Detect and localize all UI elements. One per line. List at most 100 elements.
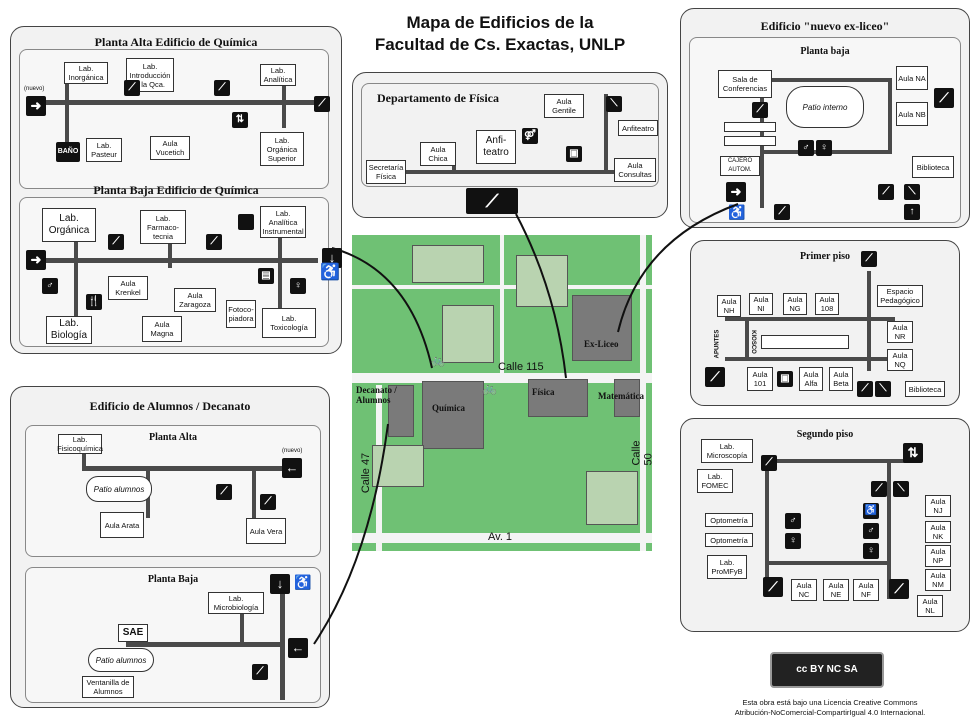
anfiteatro[interactable]: Anfiteatro bbox=[618, 120, 658, 136]
aula-nj[interactable]: Aula NJ bbox=[925, 495, 951, 517]
lab-biologia[interactable]: Lab. Biología bbox=[46, 316, 92, 344]
alumnos-panel: Edificio de Alumnos / Decanato Planta Al… bbox=[10, 386, 330, 708]
aula-101[interactable]: Aula 101 bbox=[747, 367, 773, 391]
aula-nr[interactable]: Aula NR bbox=[887, 321, 913, 343]
espacio-pedagogico[interactable]: Espacio Pedagógico bbox=[877, 285, 923, 307]
arrow-up-icon[interactable]: ↑ bbox=[904, 204, 920, 220]
aula-krenkel[interactable]: Aula Krenkel bbox=[108, 276, 148, 300]
arrow-right-icon[interactable]: ➜ bbox=[726, 182, 746, 202]
secretaria-fisica[interactable]: Secretaría Física bbox=[366, 160, 406, 184]
quimica-building bbox=[422, 381, 484, 449]
corridor bbox=[82, 466, 292, 471]
anfi-teatro[interactable]: Anfi-teatro bbox=[476, 130, 516, 164]
corridor bbox=[392, 170, 622, 174]
building bbox=[442, 305, 494, 363]
fotocopiadora[interactable]: Fotoco-piadora bbox=[226, 300, 256, 328]
quimica-baja-title: Planta Baja Edificio de Química bbox=[93, 183, 259, 197]
stairs-icon: ⟋ bbox=[857, 381, 873, 397]
aula-beta[interactable]: Aula Beta bbox=[829, 367, 853, 391]
lab-organica[interactable]: Lab. Orgánica bbox=[42, 208, 96, 242]
lab-pasteur[interactable]: Lab. Pasteur bbox=[86, 138, 122, 162]
corridor bbox=[240, 612, 244, 644]
building bbox=[586, 471, 638, 525]
stairs-icon: ⟋ bbox=[260, 494, 276, 510]
elevator-icon: ▣ bbox=[777, 371, 793, 387]
lab-analitica-instrumental[interactable]: Lab. Analítica Instrumental bbox=[260, 206, 306, 238]
aula-nb[interactable]: Aula NB bbox=[896, 102, 928, 126]
lab-microscopia[interactable]: Lab. Microscopía bbox=[701, 439, 753, 463]
arrow-right-icon[interactable]: ➜ bbox=[26, 250, 46, 270]
arrow-down-icon[interactable]: ↓ bbox=[322, 248, 342, 268]
corridor bbox=[74, 228, 78, 322]
aula-zaragoza[interactable]: Aula Zaragoza bbox=[174, 288, 216, 312]
corridor-box bbox=[724, 122, 776, 132]
aula-nm[interactable]: Aula NM bbox=[925, 569, 951, 591]
aula-magna[interactable]: Aula Magna bbox=[142, 316, 182, 342]
optometria-2[interactable]: Optometría bbox=[705, 533, 753, 547]
quimica-alta-floor: (nuevo) ➜ Lab. Inorgánica Lab. Introducc… bbox=[19, 49, 330, 189]
corridor bbox=[867, 271, 871, 371]
aula-vucetich[interactable]: Aula Vucetich bbox=[150, 136, 190, 160]
aula-108[interactable]: Aula 108 bbox=[815, 293, 839, 315]
cajero-automatico[interactable]: CAJERO AUTOM. bbox=[720, 156, 760, 176]
campus-map: Calle 115 Calle 47 Calle 50 Av. 1 Decana… bbox=[352, 235, 655, 551]
optometria-1[interactable]: Optometría bbox=[705, 513, 753, 527]
aula-nh[interactable]: Aula NH bbox=[717, 295, 741, 317]
aula-ne[interactable]: Aula NE bbox=[823, 579, 849, 601]
corridor bbox=[126, 642, 282, 647]
aula-nk[interactable]: Aula NK bbox=[925, 521, 951, 543]
aula-vera[interactable]: Aula Vera bbox=[246, 518, 286, 544]
map-label-fisica: Física bbox=[532, 387, 555, 397]
biblioteca[interactable]: Biblioteca bbox=[912, 156, 954, 178]
ventanilla-alumnos[interactable]: Ventanilla de Alumnos bbox=[82, 676, 134, 698]
matematica-building bbox=[614, 379, 640, 417]
lab-toxicologia[interactable]: Lab. Toxicología bbox=[262, 308, 316, 338]
corridor bbox=[38, 258, 318, 263]
stairs-icon: ⟍ bbox=[904, 184, 920, 200]
aula-nf[interactable]: Aula NF bbox=[853, 579, 879, 601]
aula-ni[interactable]: Aula NI bbox=[749, 293, 773, 315]
aula-consultas[interactable]: Aula Consultas bbox=[614, 158, 656, 182]
arrow-left-icon[interactable]: ← bbox=[288, 638, 308, 658]
lab-promfyb[interactable]: Lab. ProMFyB bbox=[707, 555, 747, 579]
cc-badge[interactable]: cc BY NC SA bbox=[770, 652, 884, 688]
arrow-right-icon[interactable]: ➜ bbox=[26, 96, 46, 116]
aula-nl[interactable]: Aula NL bbox=[917, 595, 943, 617]
corridor bbox=[82, 446, 86, 470]
biblioteca-p1[interactable]: Biblioteca bbox=[905, 381, 945, 397]
lab-organica-superior[interactable]: Lab. Orgánica Superior bbox=[260, 132, 304, 166]
aula-na[interactable]: Aula NA bbox=[896, 66, 928, 90]
aula-chica[interactable]: Aula Chica bbox=[420, 142, 456, 166]
corridor bbox=[887, 459, 891, 599]
lab-fisicoquimica[interactable]: Lab. Fisicoquímica bbox=[57, 434, 103, 454]
aula-nc[interactable]: Aula NC bbox=[791, 579, 817, 601]
aula-gentile[interactable]: Aula Gentile bbox=[544, 94, 584, 118]
exliceo-pb-title: Planta baja bbox=[800, 46, 850, 57]
corridor bbox=[280, 594, 285, 700]
lab-microbiologia[interactable]: Lab. Microbiología bbox=[208, 592, 264, 614]
lab-inorganica[interactable]: Lab. Inorgánica bbox=[64, 62, 108, 84]
arrow-left-icon[interactable]: ← bbox=[282, 458, 302, 478]
stairs-icon: ⟍ bbox=[875, 381, 891, 397]
bano-icon[interactable]: BAÑO bbox=[56, 142, 80, 162]
lab-farmacotecnia[interactable]: Lab. Farmaco-tecnia bbox=[140, 210, 186, 244]
aula-nq[interactable]: Aula NQ bbox=[887, 349, 913, 371]
aula-alfa[interactable]: Aula Alfa bbox=[799, 367, 823, 391]
stairs-icon: ⟋ bbox=[763, 577, 783, 597]
lab-analitica[interactable]: Lab. Analítica bbox=[260, 64, 296, 86]
quimica-baja-floor: ➜ Lab. Orgánica Lab. Farmaco-tecnia ⟋ ⟋ … bbox=[19, 197, 342, 347]
aula-ng[interactable]: Aula NG bbox=[783, 293, 807, 315]
nuevo-label: (nuevo) bbox=[282, 448, 303, 454]
stairs-icon: ⟋ bbox=[774, 204, 790, 220]
stairs-icon: ⟍ bbox=[893, 481, 909, 497]
restroom-icon: ♀ bbox=[290, 278, 306, 294]
license-text: Esta obra está bajo una Licencia Creativ… bbox=[700, 698, 960, 718]
bicycle-icon: 🚲 bbox=[430, 353, 445, 367]
arrow-down-icon[interactable]: ↓ bbox=[270, 574, 290, 594]
sala-conferencias[interactable]: Sala de Conferencias bbox=[718, 70, 772, 98]
sae[interactable]: SAE bbox=[118, 624, 148, 642]
aula-arata[interactable]: Aula Arata bbox=[100, 512, 144, 538]
aula-np[interactable]: Aula NP bbox=[925, 545, 951, 567]
license-line2: Atribución-NoComercial-CompartirIgual 4.… bbox=[734, 708, 926, 717]
lab-fomec[interactable]: Lab. FOMEC bbox=[697, 469, 733, 493]
